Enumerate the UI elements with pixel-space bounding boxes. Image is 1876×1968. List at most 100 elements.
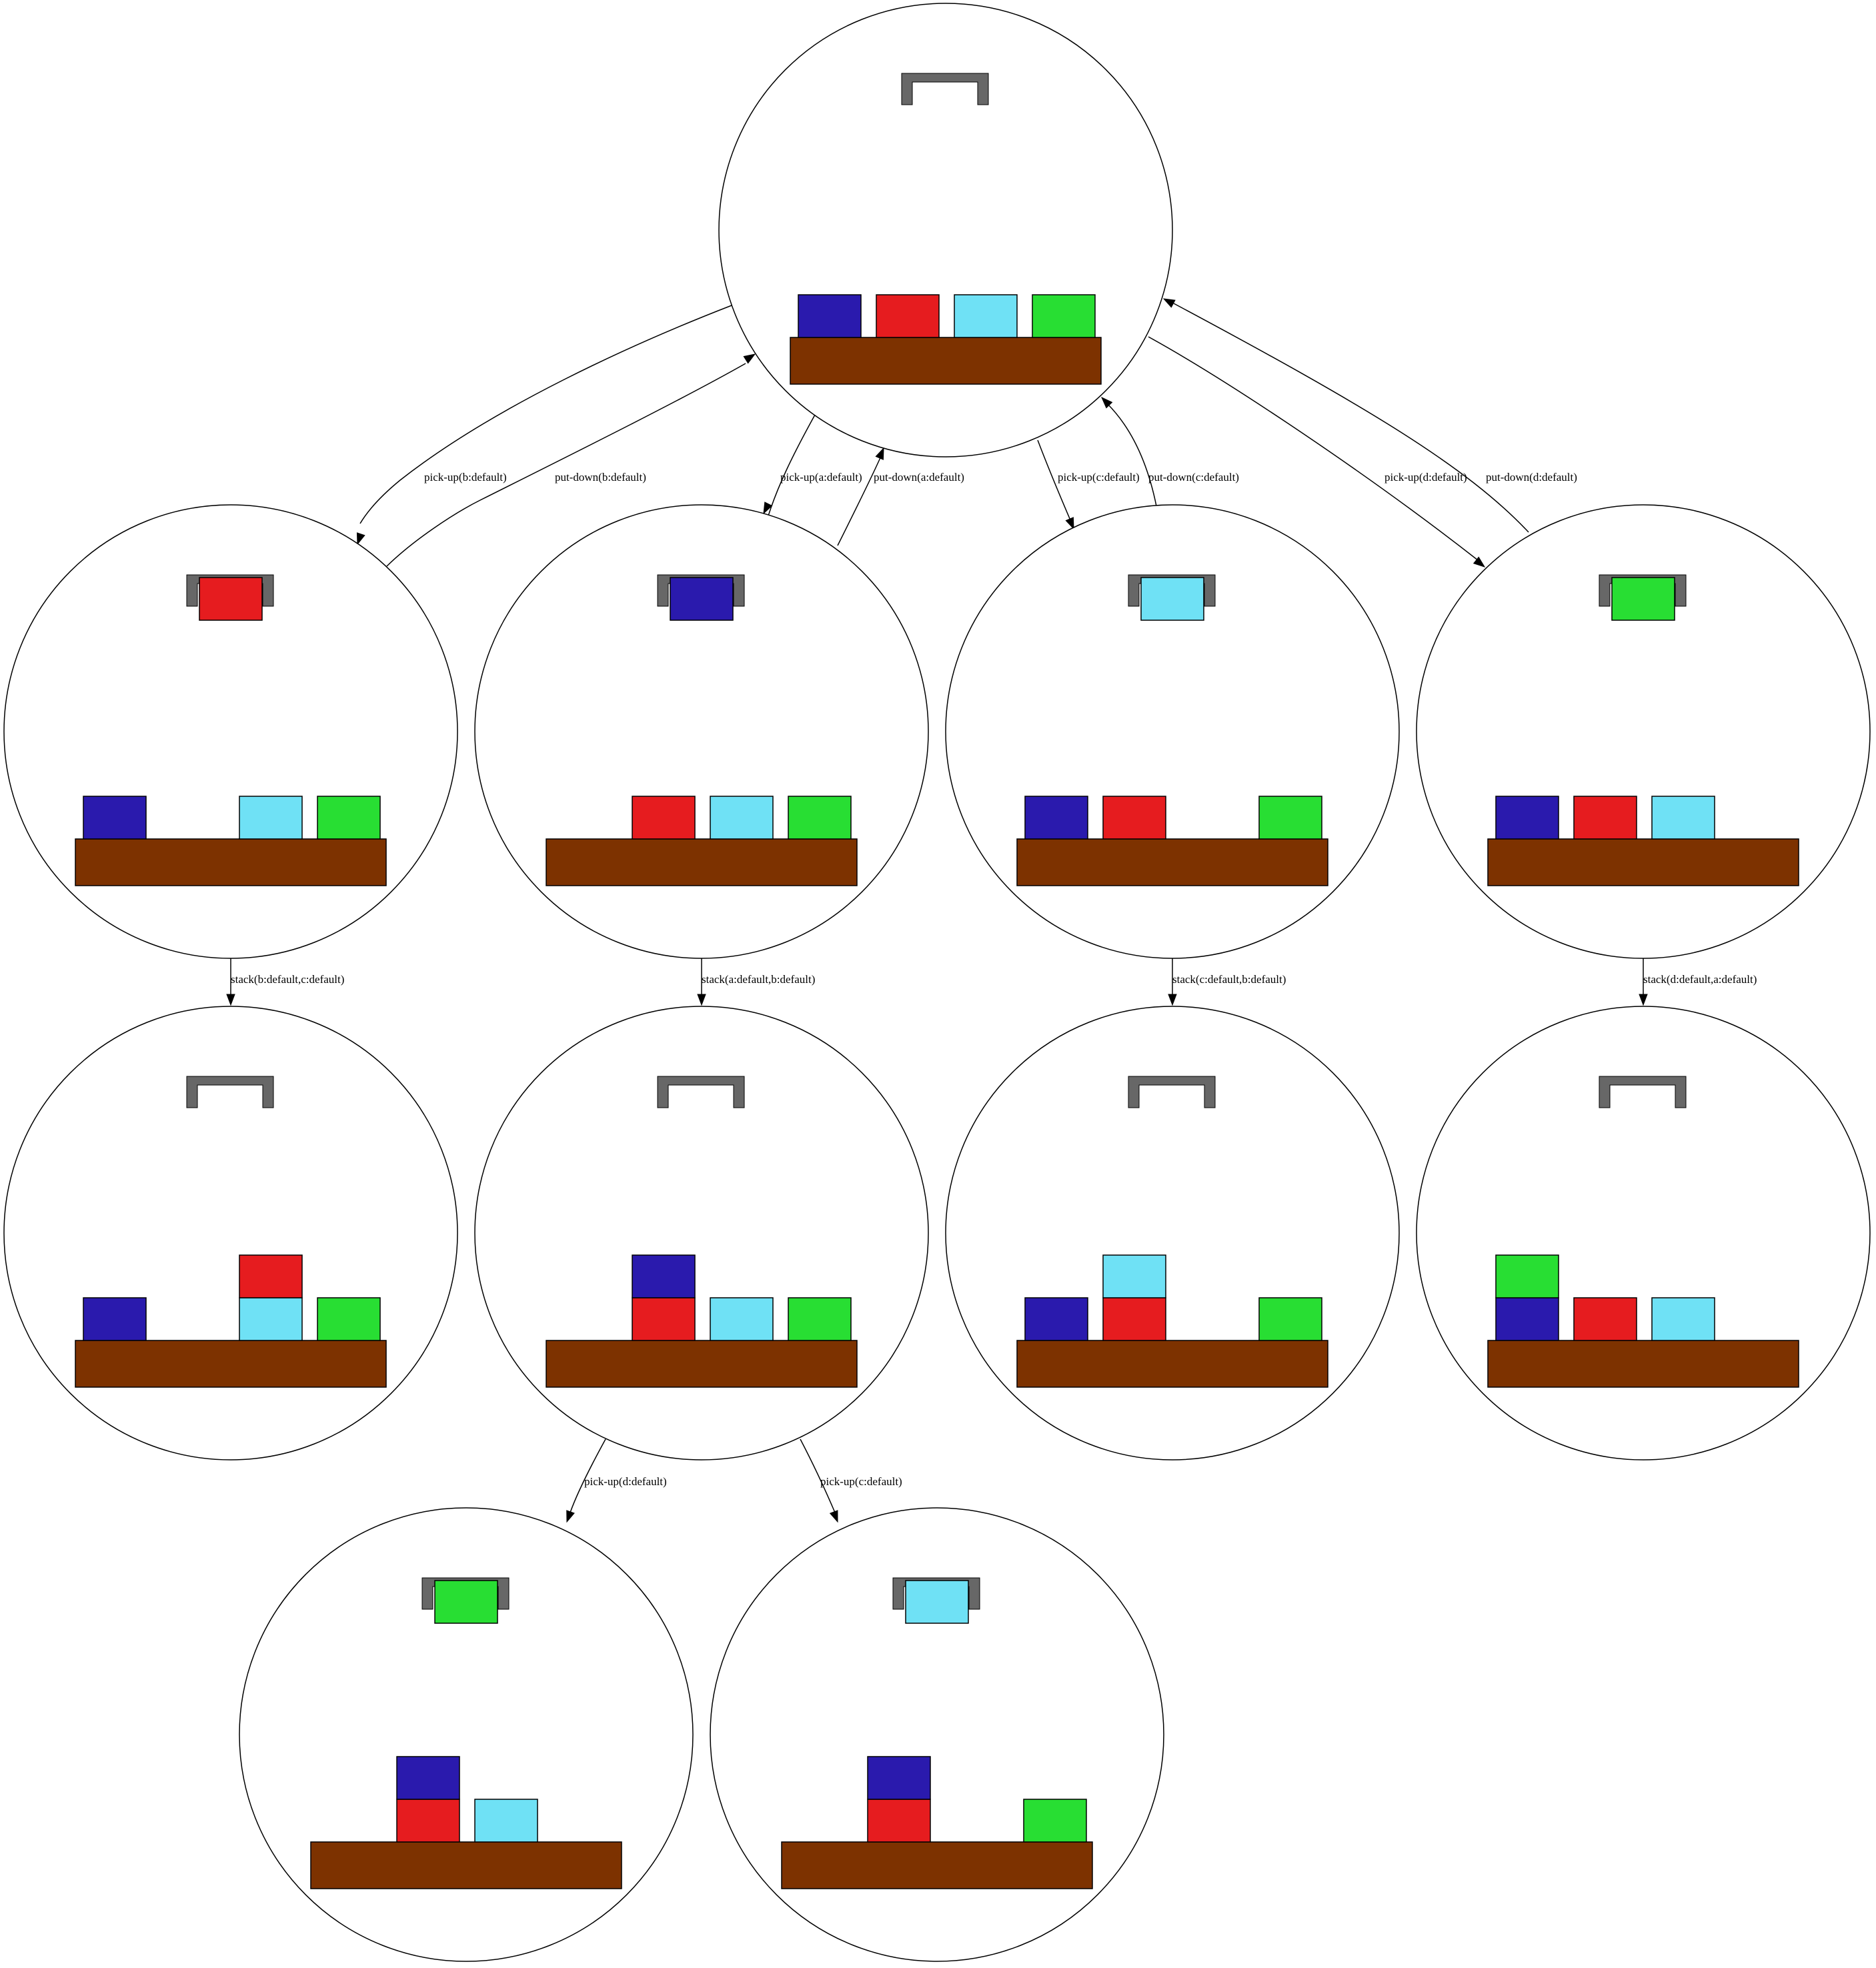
block-a [83,796,147,840]
block-a [83,1297,147,1341]
edge-line [359,305,732,524]
block-d [788,1297,852,1341]
held-block-b [199,577,263,621]
edge-label: stack(b:default,c:default) [231,973,344,986]
block-b [396,1799,460,1843]
block-b [1102,1297,1166,1341]
table [546,1340,858,1388]
state-node-s0 [718,3,1173,457]
block-d [1495,1254,1559,1298]
block-d [317,1297,381,1341]
block-c [710,1297,774,1341]
table [1016,1340,1328,1388]
edge-line [1106,403,1157,507]
held-block-d [434,1580,498,1624]
state-node-s10 [710,1507,1164,1962]
edge-s0-s3 [1037,439,1074,530]
block-d [788,796,852,840]
block-a [1024,1297,1088,1341]
table [1487,838,1799,886]
block-b [876,294,940,338]
held-block-d [1611,577,1675,621]
block-b [1102,796,1166,840]
table [310,1841,622,1889]
edge-label: put-down(c:default) [1148,471,1239,483]
block-b [1573,1297,1637,1341]
block-d [317,796,381,840]
gripper [1128,1076,1216,1108]
edge-s0-s2 [763,414,816,521]
edge-line [1037,439,1071,521]
edge-s2-s0 [837,447,884,546]
edge-label: stack(d:default,a:default) [1643,973,1757,986]
edge-s4-s0 [1162,298,1529,533]
block-a [632,1254,696,1298]
held-block-a [670,577,734,621]
edge-label: put-down(a:default) [874,471,964,483]
edge-s6-s10 [800,1438,838,1523]
edge-line [386,363,746,567]
edge-s3-s7 [1168,958,1177,1006]
state-circle [1416,504,1871,959]
edge-s6-s9 [566,1438,606,1523]
edge-label: put-down(b:default) [555,471,646,483]
edge-label: put-down(d:default) [1486,471,1577,483]
edge-label: pick-up(d:default) [584,1475,667,1488]
arrow-head [1473,556,1486,568]
nodes-layer [3,3,1871,1962]
state-node-s6 [474,1006,929,1460]
state-circle [3,1006,458,1460]
arrow-head [1065,517,1074,530]
block-c [474,1799,538,1843]
edge-s1-s0 [386,353,756,567]
edge-line [837,454,882,546]
labels-layer: pick-up(b:default)put-down(b:default)pic… [231,471,1757,1488]
table [781,1841,1093,1889]
table [75,838,387,886]
table [75,1340,387,1388]
state-node-s4 [1416,504,1871,959]
block-c [710,796,774,840]
edge-line [1148,336,1479,561]
state-circle [3,504,458,959]
block-b [239,1254,303,1298]
table [790,337,1102,385]
arrow-head [356,532,365,546]
held-block-c [905,1580,969,1624]
arrow-head [697,994,706,1006]
table [1487,1340,1799,1388]
state-circle [945,504,1400,959]
edges-layer [226,298,1648,1523]
block-b [1573,796,1637,840]
state-circle [718,3,1173,457]
block-c [954,294,1018,338]
block-d [1032,294,1096,338]
block-a [396,1756,460,1800]
state-node-s9 [239,1507,694,1962]
block-b [632,1297,696,1341]
block-d [1258,1297,1322,1341]
edge-label: pick-up(c:default) [1058,471,1140,483]
block-b [867,1799,931,1843]
state-circle [474,1006,929,1460]
edge-s4-s8 [1639,958,1648,1006]
edge-label: stack(c:default,b:default) [1172,973,1286,986]
block-a [867,1756,931,1800]
gripper [657,1076,745,1108]
gripper [1599,1076,1687,1108]
state-node-s8 [1416,1006,1871,1460]
edge-s2-s6 [697,958,706,1006]
state-node-s1 [3,504,458,959]
arrow-head [743,353,756,364]
gripper [901,73,989,105]
state-node-s2 [474,504,929,959]
arrow-head [1168,994,1177,1006]
edge-label: stack(a:default,b:default) [702,973,815,986]
block-c [239,796,303,840]
block-a [1495,796,1559,840]
edge-label: pick-up(d:default) [1384,471,1467,483]
edge-s0-s4 [1148,336,1486,568]
block-b [632,796,696,840]
gripper [186,1076,274,1108]
